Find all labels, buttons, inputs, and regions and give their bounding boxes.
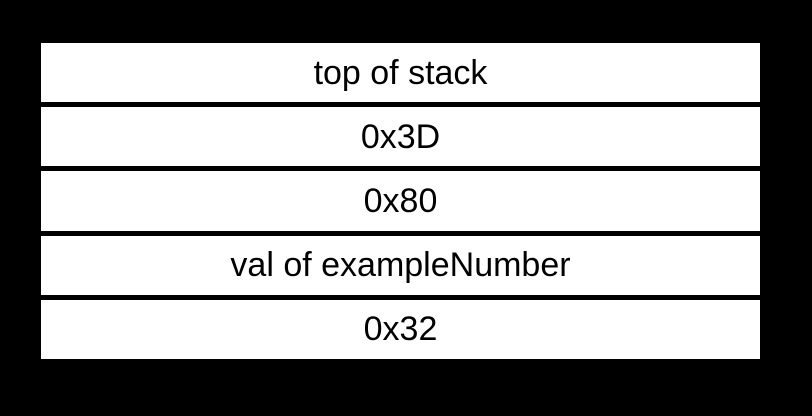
stack-cell-val-of-examplenumber: val of exampleNumber: [41, 235, 760, 295]
stack-cell-0x80: 0x80: [41, 171, 760, 231]
stack-cell-0x32: 0x32: [41, 299, 760, 360]
stack-cell-0x3d: 0x3D: [41, 107, 760, 167]
stack-diagram: top of stack 0x3D 0x80 val of exampleNum…: [41, 43, 760, 360]
stack-cell-top-of-stack: top of stack: [41, 43, 760, 103]
